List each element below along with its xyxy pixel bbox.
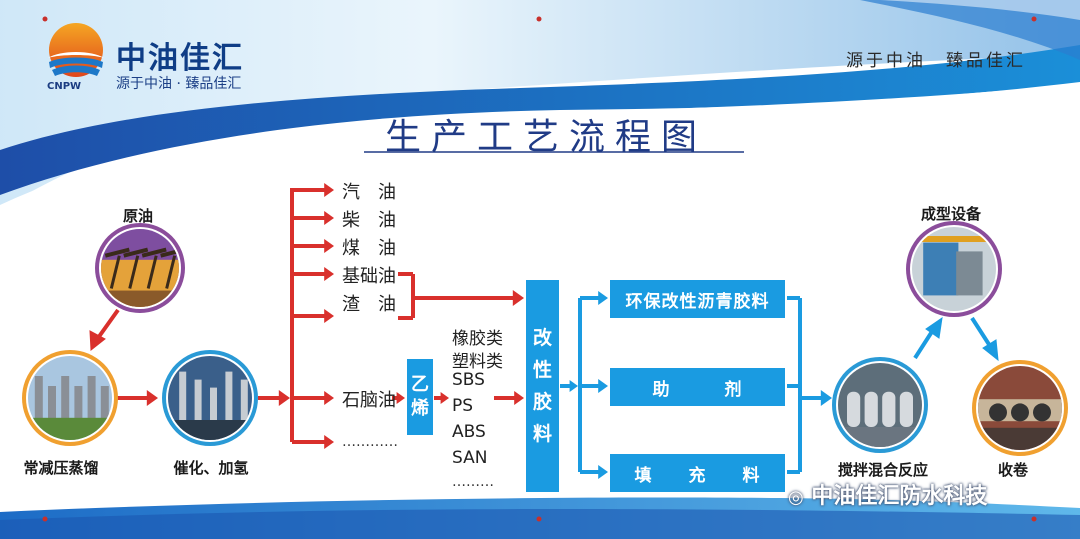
output-filler-label: 填 充 料 [635, 461, 761, 486]
modified-material-box: 改性胶料 [526, 280, 559, 492]
product-gasoline: 汽油 [342, 178, 414, 204]
watermark-text: 中油佳汇防水科技 [811, 484, 987, 509]
ethylene-label: 乙烯 [411, 373, 429, 421]
product-kerosene: 煤油 [342, 234, 414, 260]
node-label-equipment: 成型设备 [896, 203, 1006, 224]
node-label-rolling: 收卷 [958, 459, 1068, 480]
wechat-icon: ◎ [788, 487, 804, 508]
node-label-mixing: 搅拌混合反应 [828, 459, 938, 480]
output-asphalt-label: 环保改性沥青胶料 [626, 287, 770, 312]
photo-equipment [906, 221, 1002, 317]
polymer-abs: ABS [452, 422, 486, 442]
output-additive-box: 助 剂 [610, 368, 785, 406]
polymer-sbs: SBS [452, 370, 485, 390]
brand-name: 中油佳汇 [116, 33, 244, 77]
node-label-crude: 原油 [83, 205, 193, 226]
product-base-oil: 基础油 [342, 262, 396, 288]
ethylene-box: 乙烯 [407, 359, 433, 435]
page-title: 生产工艺流程图 [385, 108, 707, 160]
polymer-san: SAN [452, 448, 487, 468]
node-label-distillation: 常减压蒸馏 [6, 457, 116, 478]
product-residue-oil: 渣油 [342, 290, 414, 316]
brand-abbreviation: CNPW [47, 81, 81, 92]
node-label-catalytic: 催化、加氢 [156, 457, 266, 478]
modified-material-label: 改性胶料 [533, 322, 552, 450]
output-filler-box: 填 充 料 [610, 454, 785, 492]
product-diesel: 柴油 [342, 206, 414, 232]
product-naphtha: 石脑油 [342, 386, 396, 412]
polymer-plastic: 塑料类 [452, 347, 503, 372]
ellipsis-polymers: ……… [452, 474, 494, 490]
output-additive-label: 助 剂 [653, 375, 743, 400]
polymer-ps: PS [452, 396, 473, 416]
watermark: ◎ 中油佳汇防水科技 [788, 478, 987, 510]
polymer-rubber: 橡胶类 [452, 324, 503, 349]
output-asphalt-box: 环保改性沥青胶料 [610, 280, 785, 318]
ellipsis-products: ………… [342, 434, 398, 450]
header-slogan: 源于中油 臻品佳汇 [846, 46, 1026, 71]
brand-slogan: 源于中油 · 臻品佳汇 [116, 73, 241, 93]
